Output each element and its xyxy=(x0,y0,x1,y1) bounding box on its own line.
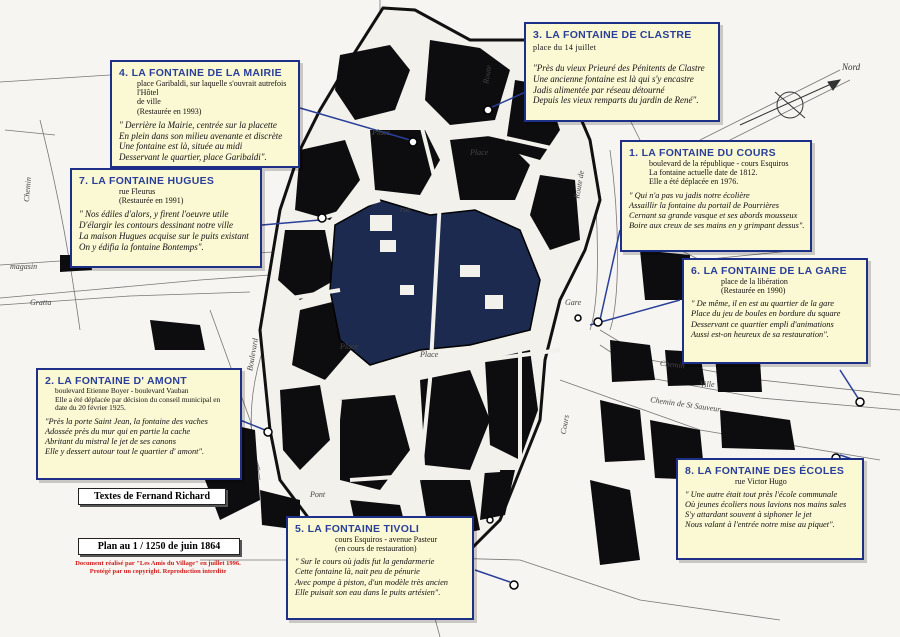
fountain-box-gare: 6. LA FONTAINE DE LA GARE place de la li… xyxy=(682,258,868,364)
label-gare: Gare xyxy=(565,298,582,307)
label-ville: Ville xyxy=(700,380,715,389)
marker-hugues xyxy=(317,213,327,223)
fountain-address: boulevard de la république - cours Esqui… xyxy=(649,159,789,187)
fountain-poem: " Qui n'a pas vu jadis notre écolière As… xyxy=(629,190,805,230)
fountain-box-tivoli: 5. LA FONTAINE TIVOLI cours Esquiros - a… xyxy=(286,516,474,620)
fountain-poem: " Derrière la Mairie, centrée sur la pla… xyxy=(119,119,283,163)
plan-scale-label: Plan au 1 / 1250 de juin 1864 xyxy=(78,538,240,555)
label-place-4: Place xyxy=(420,350,439,359)
marker-clastre xyxy=(483,105,493,115)
fountain-address: place de la libération (Restaurée en 199… xyxy=(721,277,788,296)
fountain-box-clastre: 3. LA FONTAINE DE CLASTRE place du 14 ju… xyxy=(524,22,720,122)
fountain-address: rue Victor Hugo xyxy=(735,477,787,486)
marker-amont xyxy=(263,427,273,437)
label-place-1: Place xyxy=(372,128,391,137)
fountain-poem: " Nos édiles d'alors, y firent l'oeuvre … xyxy=(79,209,249,252)
fountain-box-hugues: 7. LA FONTAINE HUGUES rue Fleurus (Resta… xyxy=(70,168,262,268)
label-place-2: Place xyxy=(470,148,489,157)
fountain-address: place Garibaldi, sur laquelle s'ouvrait … xyxy=(137,79,287,116)
fountain-address: boulevard Etienne Boyer - boulevard Vaub… xyxy=(55,386,221,413)
marker-cours xyxy=(593,317,603,327)
fountain-box-amont: 2. LA FONTAINE D' AMONT boulevard Etienn… xyxy=(36,368,242,480)
fountain-address: cours Esquiros - avenue Pasteur (en cour… xyxy=(335,535,438,554)
fountain-box-cours: 1. LA FONTAINE DU COURS boulevard de la … xyxy=(620,140,812,252)
fountain-poem: "Près la porte Saint Jean, la fontaine d… xyxy=(45,416,208,456)
streets xyxy=(279,119,561,501)
fountain-title: 8. LA FONTAINE DES ÉCOLES xyxy=(685,465,845,477)
fountain-title: 6. LA FONTAINE DE LA GARE xyxy=(691,265,847,277)
label-place-3: Place xyxy=(340,342,359,351)
fountain-title: 3. LA FONTAINE DE CLASTRE place du 14 ju… xyxy=(533,29,692,52)
compass-north-label: Nord xyxy=(842,62,861,72)
fountain-address: rue Fleurus (Restaurée en 1991) xyxy=(119,187,184,206)
fountain-poem: " Une autre était tout près l'école comm… xyxy=(685,490,847,530)
fountain-title: 5. LA FONTAINE TIVOLI xyxy=(295,523,420,535)
marker-mairie xyxy=(408,137,418,147)
compass-rose xyxy=(739,79,842,126)
fountain-title: 1. LA FONTAINE DU COURS xyxy=(629,147,776,159)
label-magasin: magasin xyxy=(10,262,38,271)
fountain-title: 2. LA FONTAINE D' AMONT xyxy=(45,375,188,387)
marker-extra-1 xyxy=(486,516,494,524)
label-gratta: Gratta xyxy=(30,298,52,307)
copyright-note: Document réalisé par "Les Amis du Villag… xyxy=(75,560,241,575)
fountain-title: 7. LA FONTAINE HUGUES xyxy=(79,175,215,187)
fountain-title: 4. LA FONTAINE DE LA MAIRIE xyxy=(119,67,282,79)
fountain-box-ecoles: 8. LA FONTAINE DES ÉCOLES rue Victor Hug… xyxy=(676,458,864,560)
central-quarter-courts xyxy=(370,215,503,309)
texts-credit: Textes de Fernand Richard xyxy=(78,488,226,505)
fountain-poem: " De même, il en est au quartier de la g… xyxy=(691,299,841,339)
marker-extra-2 xyxy=(574,314,582,322)
fountain-poem: "Près du vieux Prieuré des Pénitents de … xyxy=(533,63,705,106)
fountain-box-mairie: 4. LA FONTAINE DE LA MAIRIE place Gariba… xyxy=(110,60,300,168)
label-rue: rue xyxy=(400,205,411,214)
marker-tivoli xyxy=(509,580,519,590)
marker-gare xyxy=(855,397,865,407)
label-pont: Pont xyxy=(310,490,326,499)
pointer-lines xyxy=(239,89,859,583)
fountain-poem: " Sur le cours où jadis fut la gendarmer… xyxy=(295,557,448,597)
